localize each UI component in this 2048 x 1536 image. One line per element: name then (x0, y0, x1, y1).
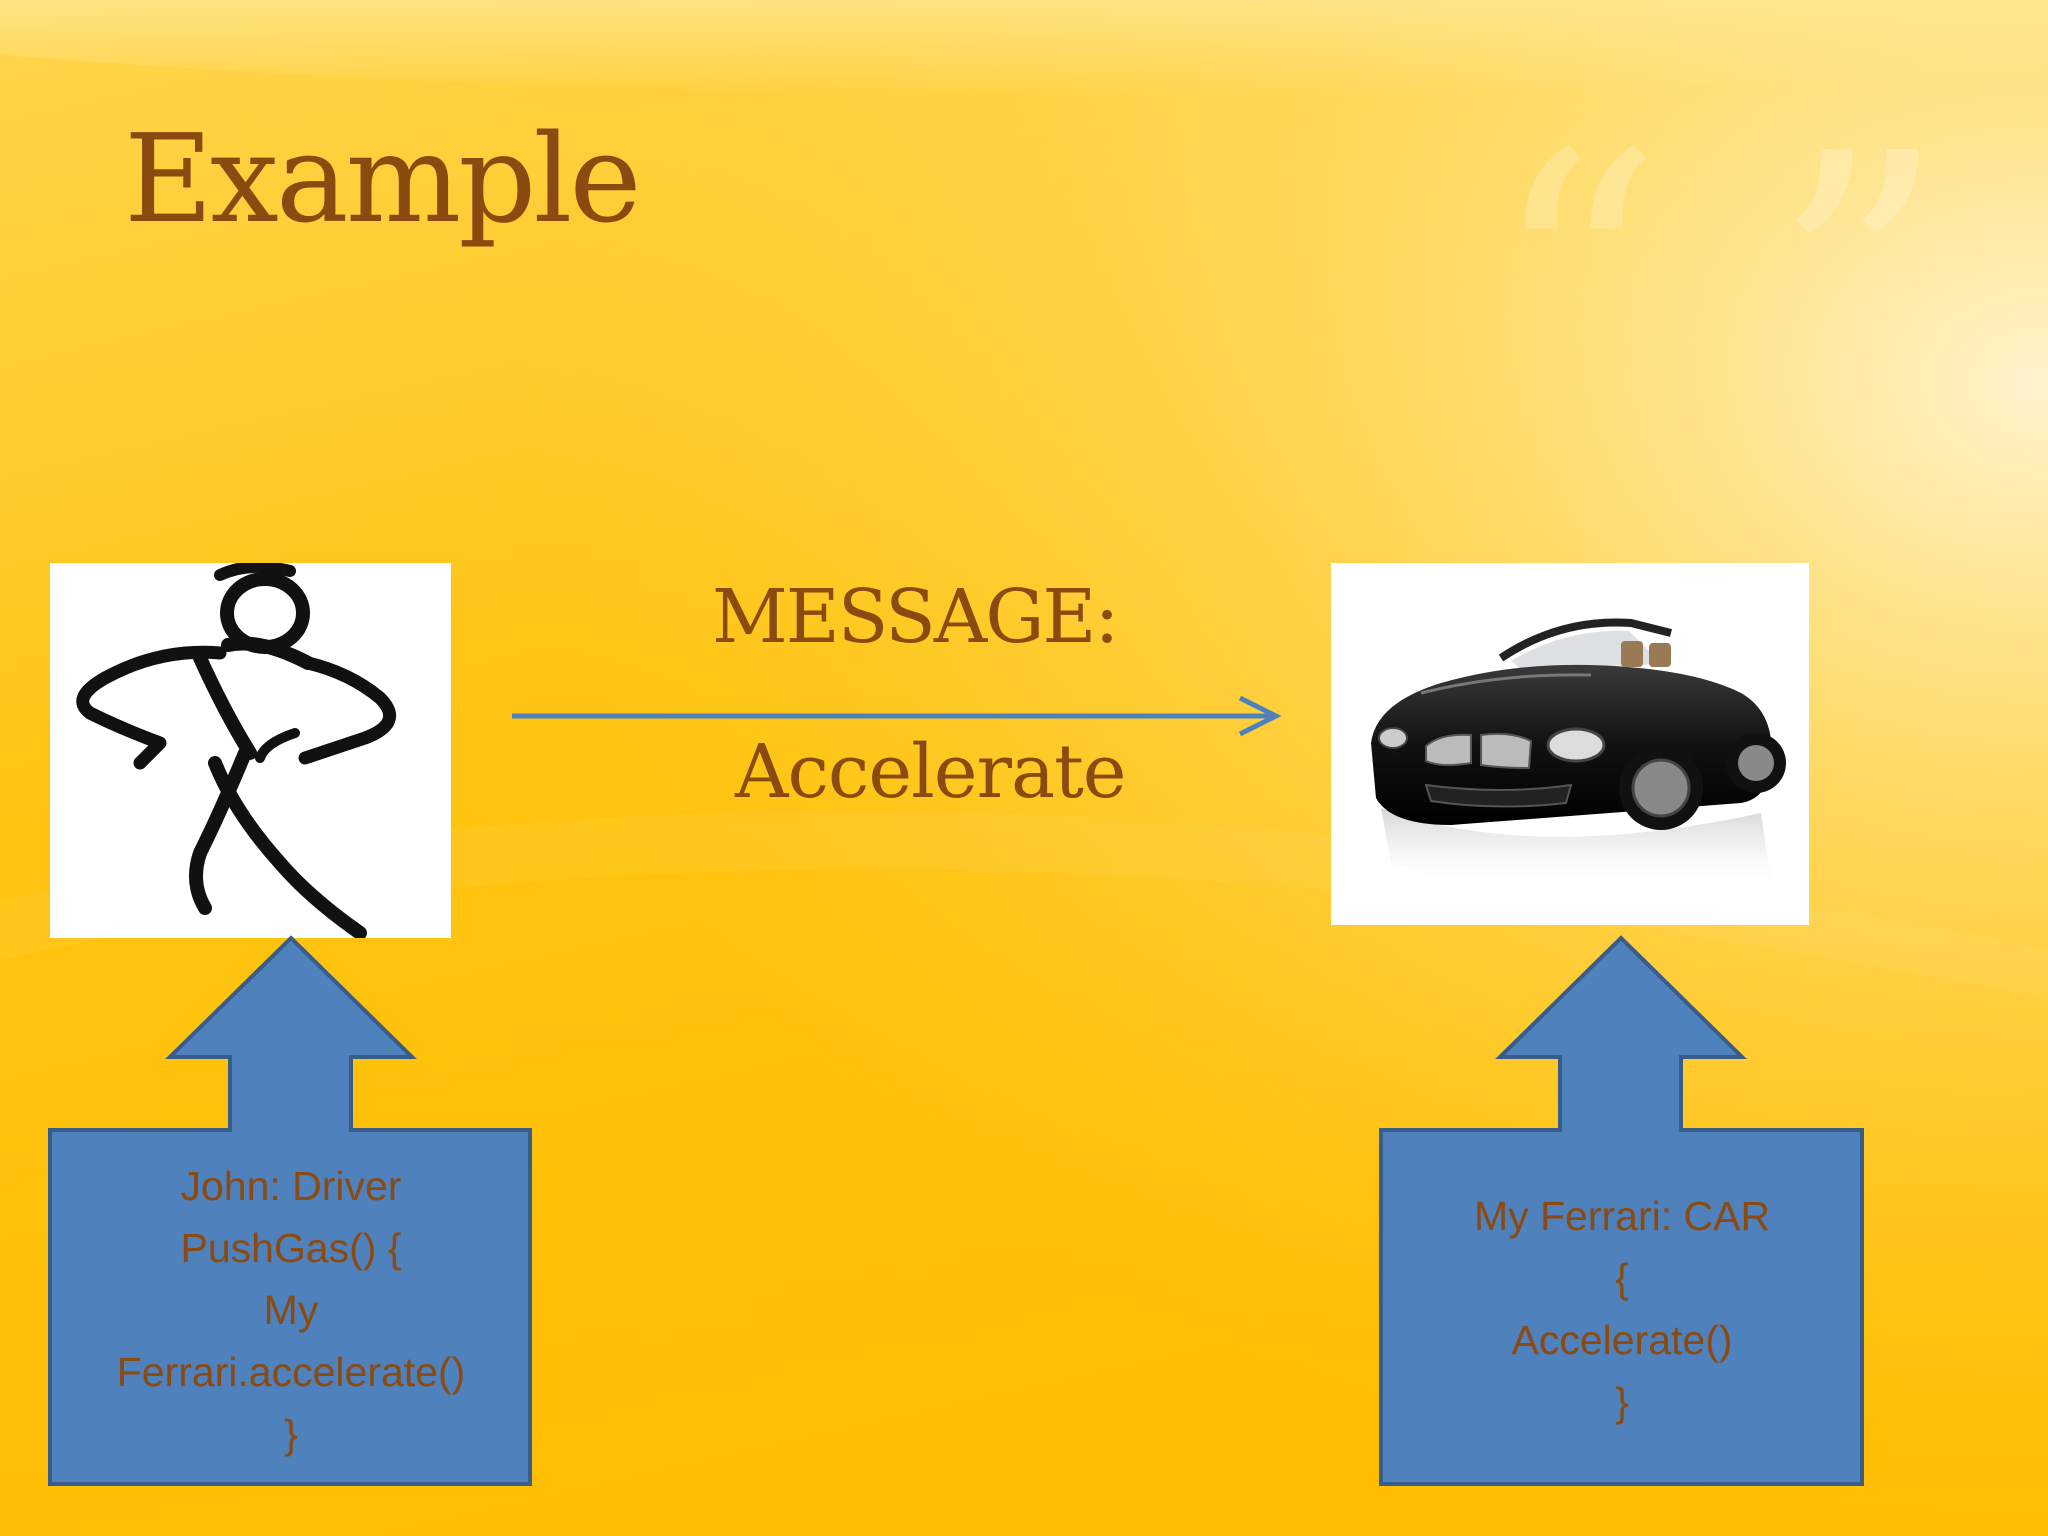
car-callout-text: My Ferrari: CAR { Accelerate() } (1381, 1185, 1863, 1433)
slide-title: Example (124, 108, 642, 250)
driver-callout-text: John: Driver PushGas() { My Ferrari.acce… (50, 1155, 532, 1465)
quotation-marks-icon: “ ” (1490, 82, 1946, 478)
car-image (1331, 563, 1809, 925)
driver-line: PushGas() { (180, 1225, 402, 1271)
car-line: { (1615, 1255, 1629, 1301)
driver-callout-shape (48, 935, 532, 1486)
message-label: MESSAGE: (712, 574, 1119, 660)
stick-figure-icon (50, 563, 451, 938)
car-callout-shape (1379, 935, 1864, 1486)
driver-line: Ferrari.accelerate() (116, 1349, 466, 1395)
message-arrow-head (1238, 695, 1282, 737)
convertible-car-image (1331, 563, 1809, 925)
driver-image (50, 563, 451, 938)
driver-line: John: Driver (180, 1163, 402, 1209)
car-line: My Ferrari: CAR (1473, 1193, 1771, 1239)
car-line: } (1615, 1379, 1629, 1425)
car-line: Accelerate() (1511, 1317, 1733, 1363)
driver-line: } (284, 1411, 298, 1457)
message-text: Accelerate (735, 729, 1127, 815)
driver-line: My (263, 1287, 319, 1333)
